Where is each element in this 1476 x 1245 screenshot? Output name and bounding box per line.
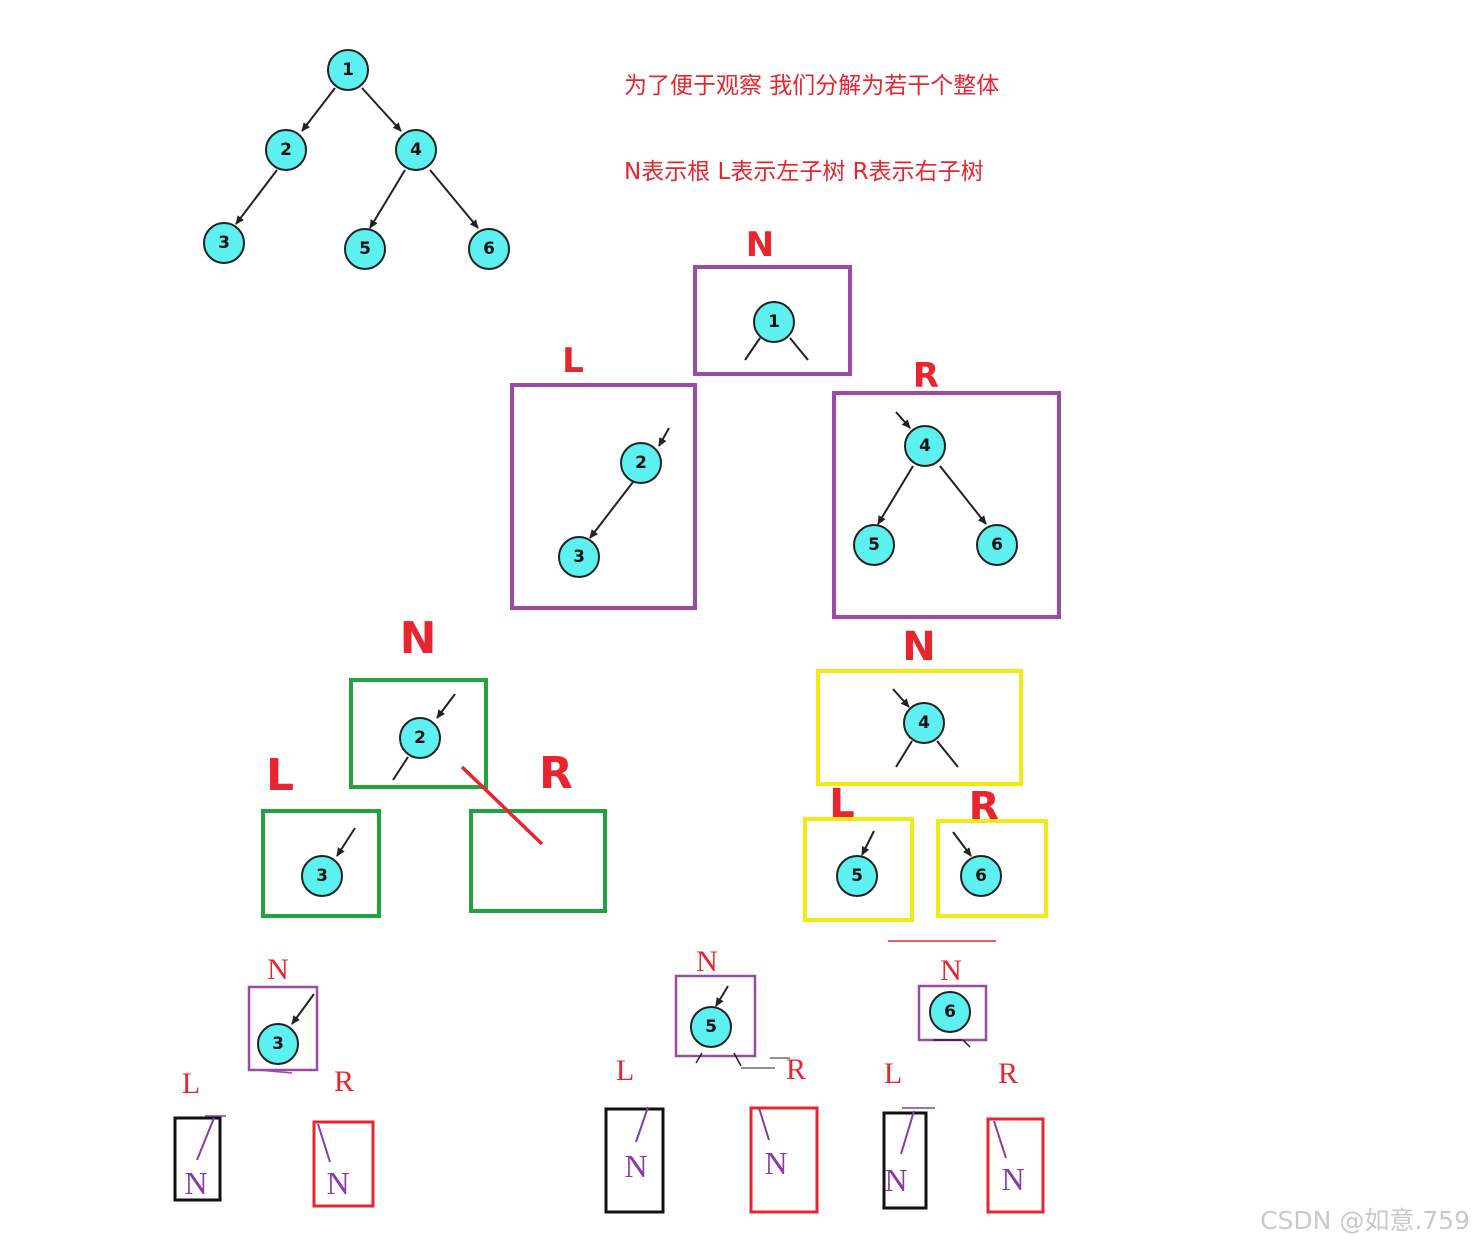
label-l-root: L <box>562 341 584 381</box>
svg-text:6: 6 <box>944 1002 956 1022</box>
box-node-2-left <box>261 809 381 918</box>
box-left-subtree <box>510 383 697 610</box>
box-leaf-3 <box>247 985 319 1072</box>
svg-text:2: 2 <box>635 453 647 473</box>
node-3-left: 3 <box>558 536 600 578</box>
node-5-leaf: 5 <box>690 1006 732 1048</box>
box-leaf-3-left-null <box>173 1116 222 1202</box>
label-n-2: N <box>400 613 437 664</box>
node-6-l2: 6 <box>960 855 1002 897</box>
node-2-left: 2 <box>620 442 662 484</box>
box-right-subtree <box>832 391 1061 619</box>
null-n-3-right: N <box>326 1165 349 1201</box>
edge-1-2 <box>301 87 336 132</box>
svg-text:4: 4 <box>919 436 931 456</box>
label-r-2: R <box>539 748 573 799</box>
svg-text:2: 2 <box>414 728 426 748</box>
edge-4-5 <box>369 169 406 229</box>
label-r-4: R <box>969 784 1000 830</box>
box-node-4-n <box>816 669 1023 786</box>
svg-text:5: 5 <box>851 866 863 886</box>
label-n-4: N <box>902 624 935 670</box>
box-node-4-left <box>803 817 914 922</box>
box-leaf-5 <box>674 974 757 1058</box>
svg-text:4: 4 <box>918 713 930 733</box>
svg-text:6: 6 <box>975 866 987 886</box>
label-l-5: L <box>616 1054 634 1087</box>
null-n-3-left: N <box>184 1165 207 1201</box>
box-leaf-5-right-null <box>749 1106 819 1214</box>
node-4-right: 4 <box>904 425 946 467</box>
label-r-6: R <box>998 1057 1018 1090</box>
svg-text:6: 6 <box>483 239 495 259</box>
original-tree: 1 2 4 3 5 6 <box>203 49 510 270</box>
svg-text:3: 3 <box>573 547 585 567</box>
node-3-l2: 3 <box>301 855 343 897</box>
leaf-5-decomposition: N 5 L N R N <box>604 945 819 1214</box>
edge-1-4 <box>361 87 402 132</box>
label-r-3: R <box>334 1065 354 1098</box>
tree-node-4: 4 <box>395 129 437 171</box>
tree-node-3: 3 <box>203 222 245 264</box>
svg-text:2: 2 <box>280 140 292 160</box>
level1-decomposition: N 1 L 2 3 R 4 5 6 <box>510 225 1061 619</box>
caption-line-1: 为了便于观察 我们分解为若干个整体 <box>624 73 1000 99</box>
svg-text:5: 5 <box>868 535 880 555</box>
node-5-right: 5 <box>853 524 895 566</box>
node-6-leaf: 6 <box>929 991 971 1033</box>
box-leaf-5-left-null <box>604 1107 665 1214</box>
node-4-n: 4 <box>903 702 945 744</box>
tree-node-5: 5 <box>344 228 386 270</box>
box-root-n <box>693 265 852 376</box>
caption-line-2: N表示根 L表示左子树 R表示右子树 <box>624 159 984 185</box>
box-node-2-right-empty <box>469 809 607 913</box>
leaf-3-decomposition: N 3 L N R N <box>173 953 375 1208</box>
svg-text:3: 3 <box>218 233 230 253</box>
svg-text:3: 3 <box>316 866 328 886</box>
null-n-6-left: N <box>884 1162 907 1198</box>
label-r-5: R <box>786 1053 806 1086</box>
label-l-3: L <box>182 1067 200 1100</box>
svg-text:5: 5 <box>705 1017 717 1037</box>
null-n-5-right: N <box>764 1145 787 1181</box>
label-r-root: R <box>913 356 939 396</box>
node-2-n: 2 <box>399 717 441 759</box>
label-n-6: N <box>940 954 962 987</box>
svg-text:1: 1 <box>342 60 354 80</box>
box-leaf-3-right-null <box>312 1120 375 1208</box>
box-node-4-right <box>936 819 1048 918</box>
level2-right-decomposition: N 4 L 5 R 6 <box>803 624 1048 922</box>
leaf-6-decomposition: N 6 L N R N <box>882 940 1045 1214</box>
tree-node-2: 2 <box>265 129 307 171</box>
box-leaf-6-left-null <box>882 1111 928 1210</box>
node-1-root: 1 <box>753 301 795 343</box>
watermark: CSDN @如意.759 <box>1260 1206 1470 1235</box>
label-n-root: N <box>746 225 774 265</box>
node-5-l2: 5 <box>836 855 878 897</box>
edge-2-3 <box>235 169 278 225</box>
tree-node-1: 1 <box>327 49 369 91</box>
strike-mark <box>460 765 544 846</box>
null-n-6-right: N <box>1001 1161 1024 1197</box>
label-l-2: L <box>266 750 294 801</box>
node-3-leaf: 3 <box>257 1023 299 1065</box>
null-n-5-left: N <box>624 1148 647 1184</box>
box-leaf-6-right-null <box>986 1117 1045 1214</box>
label-n-3: N <box>267 953 289 986</box>
svg-text:5: 5 <box>359 239 371 259</box>
svg-text:1: 1 <box>768 312 780 332</box>
svg-text:4: 4 <box>410 140 422 160</box>
node-6-right: 6 <box>976 524 1018 566</box>
tree-node-6: 6 <box>468 228 510 270</box>
edge-4-6 <box>429 169 479 229</box>
level2-left-decomposition: N 2 L 3 R <box>261 613 607 918</box>
label-n-5: N <box>696 945 718 978</box>
svg-text:6: 6 <box>991 535 1003 555</box>
label-l-6: L <box>884 1057 902 1090</box>
box-node-2-n <box>349 678 488 789</box>
svg-text:3: 3 <box>272 1034 284 1054</box>
